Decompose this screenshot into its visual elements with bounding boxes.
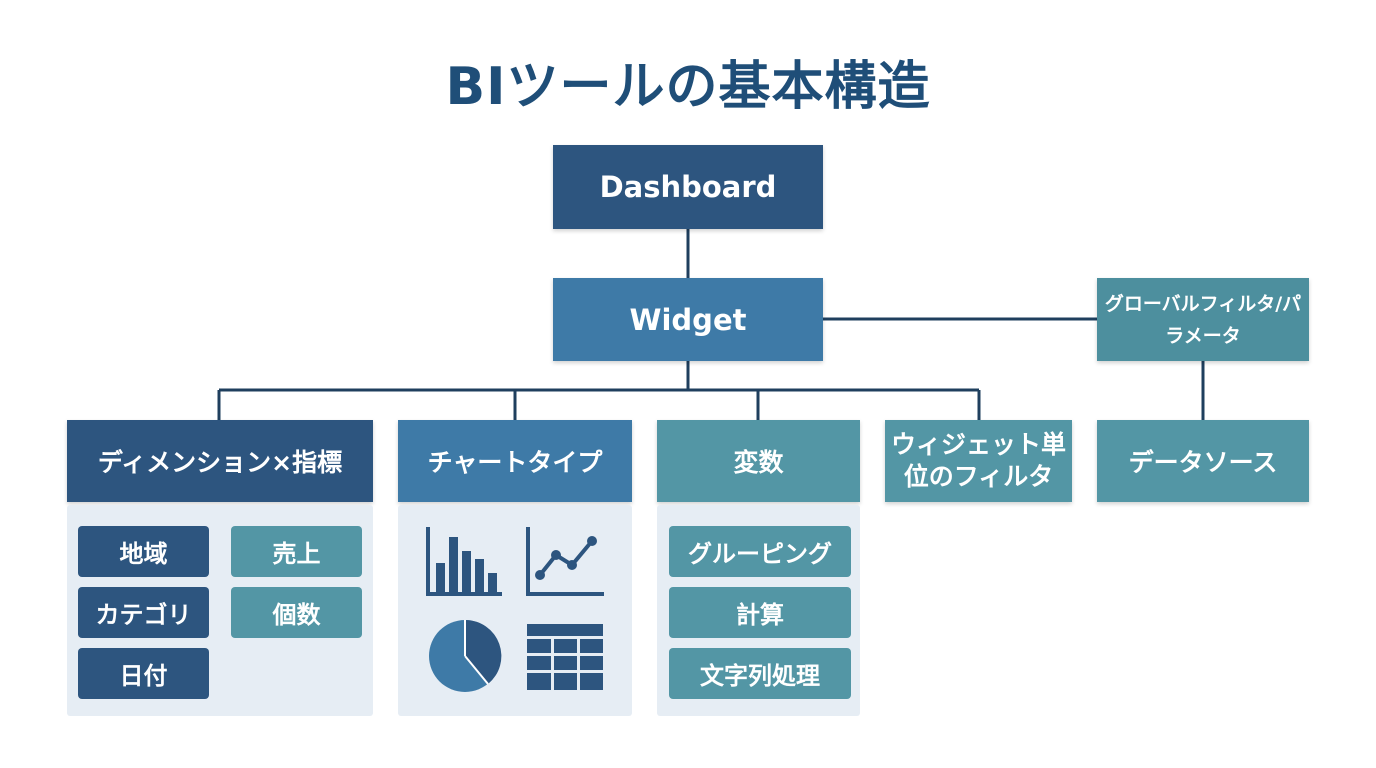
dimension-chip: 地域 (78, 526, 209, 577)
line-chart-icon (526, 527, 604, 596)
dimension-chip: 日付 (78, 648, 209, 699)
dimension-metric-box: ディメンション×指標 (67, 420, 373, 502)
data-source-label: データソース (1128, 448, 1278, 477)
dashboard-box: Dashboard (553, 145, 823, 229)
pie-chart-icon (429, 619, 502, 692)
metric-chip: 個数 (231, 587, 362, 638)
dimension-metric-label: ディメンション×指標 (97, 448, 343, 477)
chart-type-panel (398, 505, 632, 716)
data-source-box: データソース (1097, 420, 1309, 502)
variable-chip: グルーピング (669, 526, 851, 577)
chart-type-box: チャートタイプ (398, 420, 632, 502)
table-icon (527, 624, 603, 690)
metric-chip: 売上 (231, 526, 362, 577)
dashboard-label: Dashboard (599, 170, 777, 204)
variables-box: 変数 (657, 420, 860, 502)
dimension-metric-panel: 地域 カテゴリ 日付 売上 個数 (67, 505, 373, 716)
widget-filter-label: ウィジェット単位のフィルタ (890, 430, 1066, 491)
dimension-chip: カテゴリ (78, 587, 209, 638)
variables-panel: グルーピング 計算 文字列処理 (657, 505, 860, 716)
chart-type-label: チャートタイプ (427, 448, 603, 477)
diagram-title: BIツールの基本構造 (445, 57, 931, 117)
bar-chart-icon (426, 527, 502, 596)
widget-filter-box: ウィジェット単位のフィルタ (885, 420, 1072, 502)
global-filter-label: グローバルフィルタ/パラメータ (1104, 292, 1302, 347)
variable-chip: 計算 (669, 587, 851, 638)
global-filter-box: グローバルフィルタ/パラメータ (1097, 278, 1309, 361)
variables-label: 変数 (733, 448, 784, 477)
widget-label: Widget (629, 302, 747, 337)
widget-box: Widget (553, 278, 823, 361)
variable-chip: 文字列処理 (669, 648, 851, 699)
